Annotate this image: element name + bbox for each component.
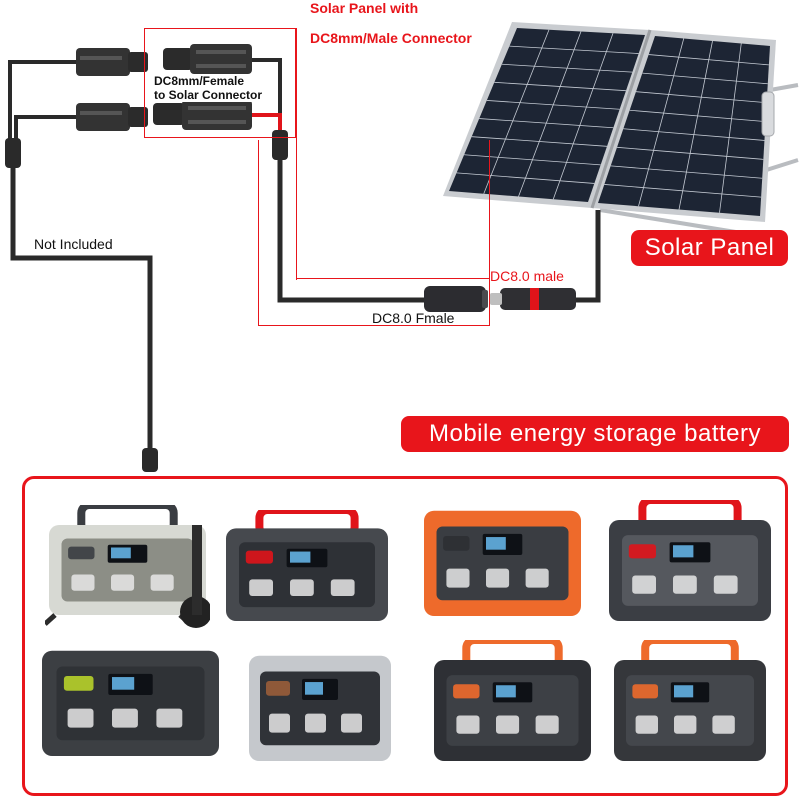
solar-panel-icon <box>443 22 799 242</box>
dc-male-label: DC8.0 male <box>490 268 564 284</box>
adapter-red-branch <box>250 113 282 130</box>
female-connector-label-line1: DC8mm/Female <box>154 74 245 88</box>
dc-female-outline <box>258 140 490 326</box>
panel-cell-line <box>642 72 768 85</box>
power-station-green-icon <box>38 645 223 760</box>
dc-female-cable <box>277 150 424 303</box>
panel-output-cable <box>575 210 601 303</box>
panel-cell-line <box>610 165 763 179</box>
panel-cell-line <box>604 184 762 198</box>
panel-cell-line <box>483 29 550 194</box>
not-included-label: Not Included <box>34 236 113 252</box>
battery-section-badge: Mobile energy storage battery <box>401 416 789 452</box>
adapter-black-branch <box>250 58 282 130</box>
dc-female-label: DC8.0 Fmale <box>372 310 455 326</box>
panel-cell-line <box>509 45 639 54</box>
panel-cell-line <box>501 63 633 73</box>
battery-products-frame <box>22 476 788 796</box>
dc-male-outline <box>296 278 490 279</box>
panel-cell-line <box>518 31 582 197</box>
power-station-orange-icon <box>420 505 585 620</box>
panel-cells-left <box>456 29 639 200</box>
dc-female-connector-icon <box>424 286 488 312</box>
power-station-orange-round-icon <box>430 636 595 765</box>
panel-cell-line <box>616 146 764 160</box>
panel-cell-line <box>486 100 620 110</box>
cable-route-outline <box>296 28 297 280</box>
panel-cell-line <box>456 172 595 184</box>
panel-cell-line <box>552 33 614 200</box>
power-station-rugged-icon <box>605 496 775 625</box>
panel-cell-line <box>719 43 742 213</box>
panel-cell-line <box>635 91 767 104</box>
panel-cell-line <box>471 136 608 147</box>
mc4-male-connector-bottom-icon <box>76 103 148 131</box>
power-station-cart-icon <box>43 501 212 630</box>
panel-cell-line <box>479 118 614 129</box>
panel-connector-label-line2: DC8mm/Male Connector <box>310 30 472 46</box>
panel-cell-line <box>623 128 765 141</box>
dc-male-connector-icon <box>490 288 576 310</box>
solar-panel-badge: Solar Panel <box>631 230 788 266</box>
panel-cell-line <box>648 54 769 66</box>
power-station-silver-icon <box>245 650 395 765</box>
mc4-male-connector-top-icon <box>76 48 148 76</box>
panel-cell-line <box>464 154 601 166</box>
mc4-female-connector-top-icon <box>163 44 252 74</box>
female-adapter-box <box>144 28 296 138</box>
panel-cell-line <box>638 38 685 207</box>
battery-input-cable <box>5 60 158 472</box>
power-station-dark-icon <box>222 506 392 625</box>
panel-cell-line <box>678 40 713 210</box>
panel-connector-label-line1: Solar Panel with <box>310 0 419 16</box>
mc4-female-connector-bottom-icon <box>153 100 252 130</box>
power-station-orange-dark-icon <box>610 636 770 765</box>
panel-cells-right <box>604 38 769 213</box>
female-connector-label-line2: to Solar Connector <box>154 88 263 102</box>
panel-cell-line <box>629 109 766 122</box>
panel-cell-line <box>494 81 627 92</box>
